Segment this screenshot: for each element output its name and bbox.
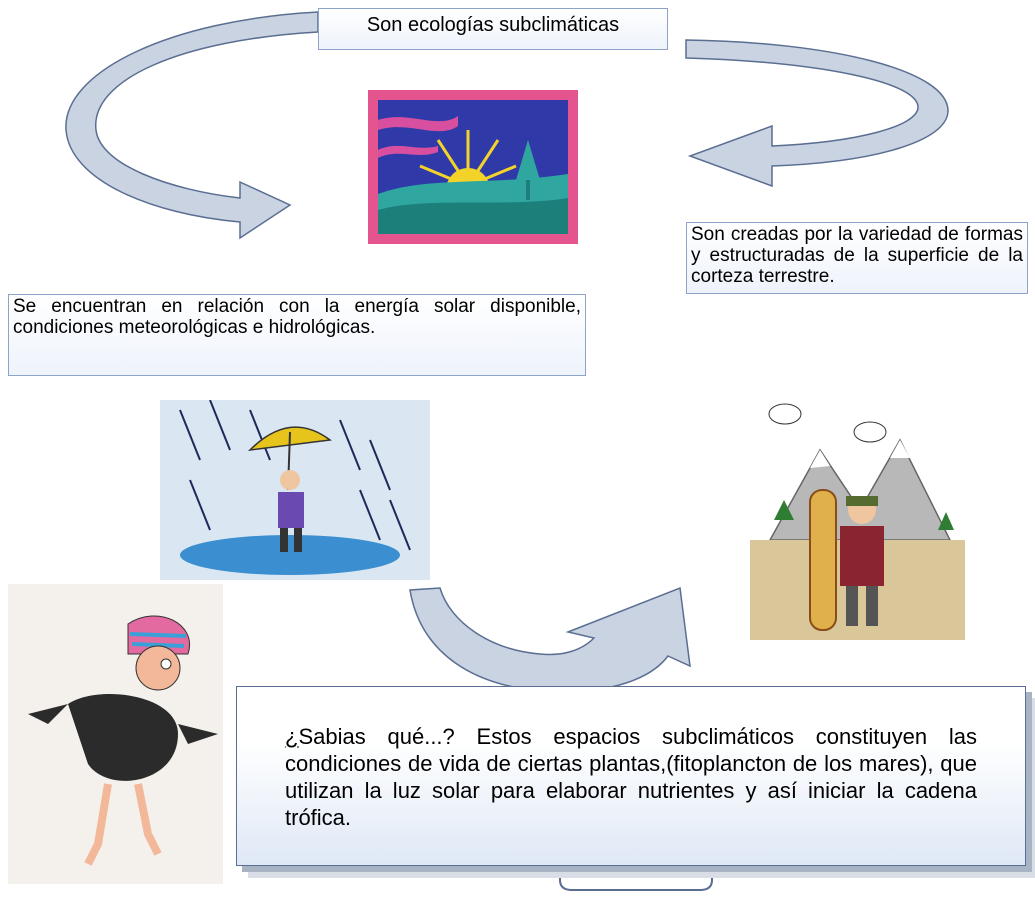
curved-arrow-icon-left: [65, 11, 319, 240]
title-box: Son ecologías subclimáticas: [318, 8, 668, 50]
fact-text: Sabias qué...? Estos espacios subclimáti…: [285, 724, 977, 830]
title-text: Son ecologías subclimáticas: [366, 14, 620, 36]
condor-mascot-icon: [8, 584, 223, 884]
curved-arrow-icon-bottom: [409, 586, 691, 693]
rain-umbrella-man-icon: [160, 400, 430, 580]
fact-lead-mark: ¿: [285, 724, 299, 749]
sunset-landscape-icon: [368, 90, 578, 244]
left-note-box: Se encuentran en relación con la energía…: [8, 294, 586, 376]
snowboarder-mountain-icon: [750, 400, 965, 640]
left-note-text: Se encuentran en relación con la energía…: [13, 296, 581, 338]
fact-box: ¿Sabias qué...? Estos espacios subclimát…: [236, 686, 1026, 866]
right-note-box: Son creadas por la variedad de formas y …: [686, 222, 1028, 294]
curved-arrow-icon-right: [685, 39, 949, 188]
connector-tab-icon: [559, 866, 713, 891]
right-note-text: Son creadas por la variedad de formas y …: [691, 224, 1023, 287]
